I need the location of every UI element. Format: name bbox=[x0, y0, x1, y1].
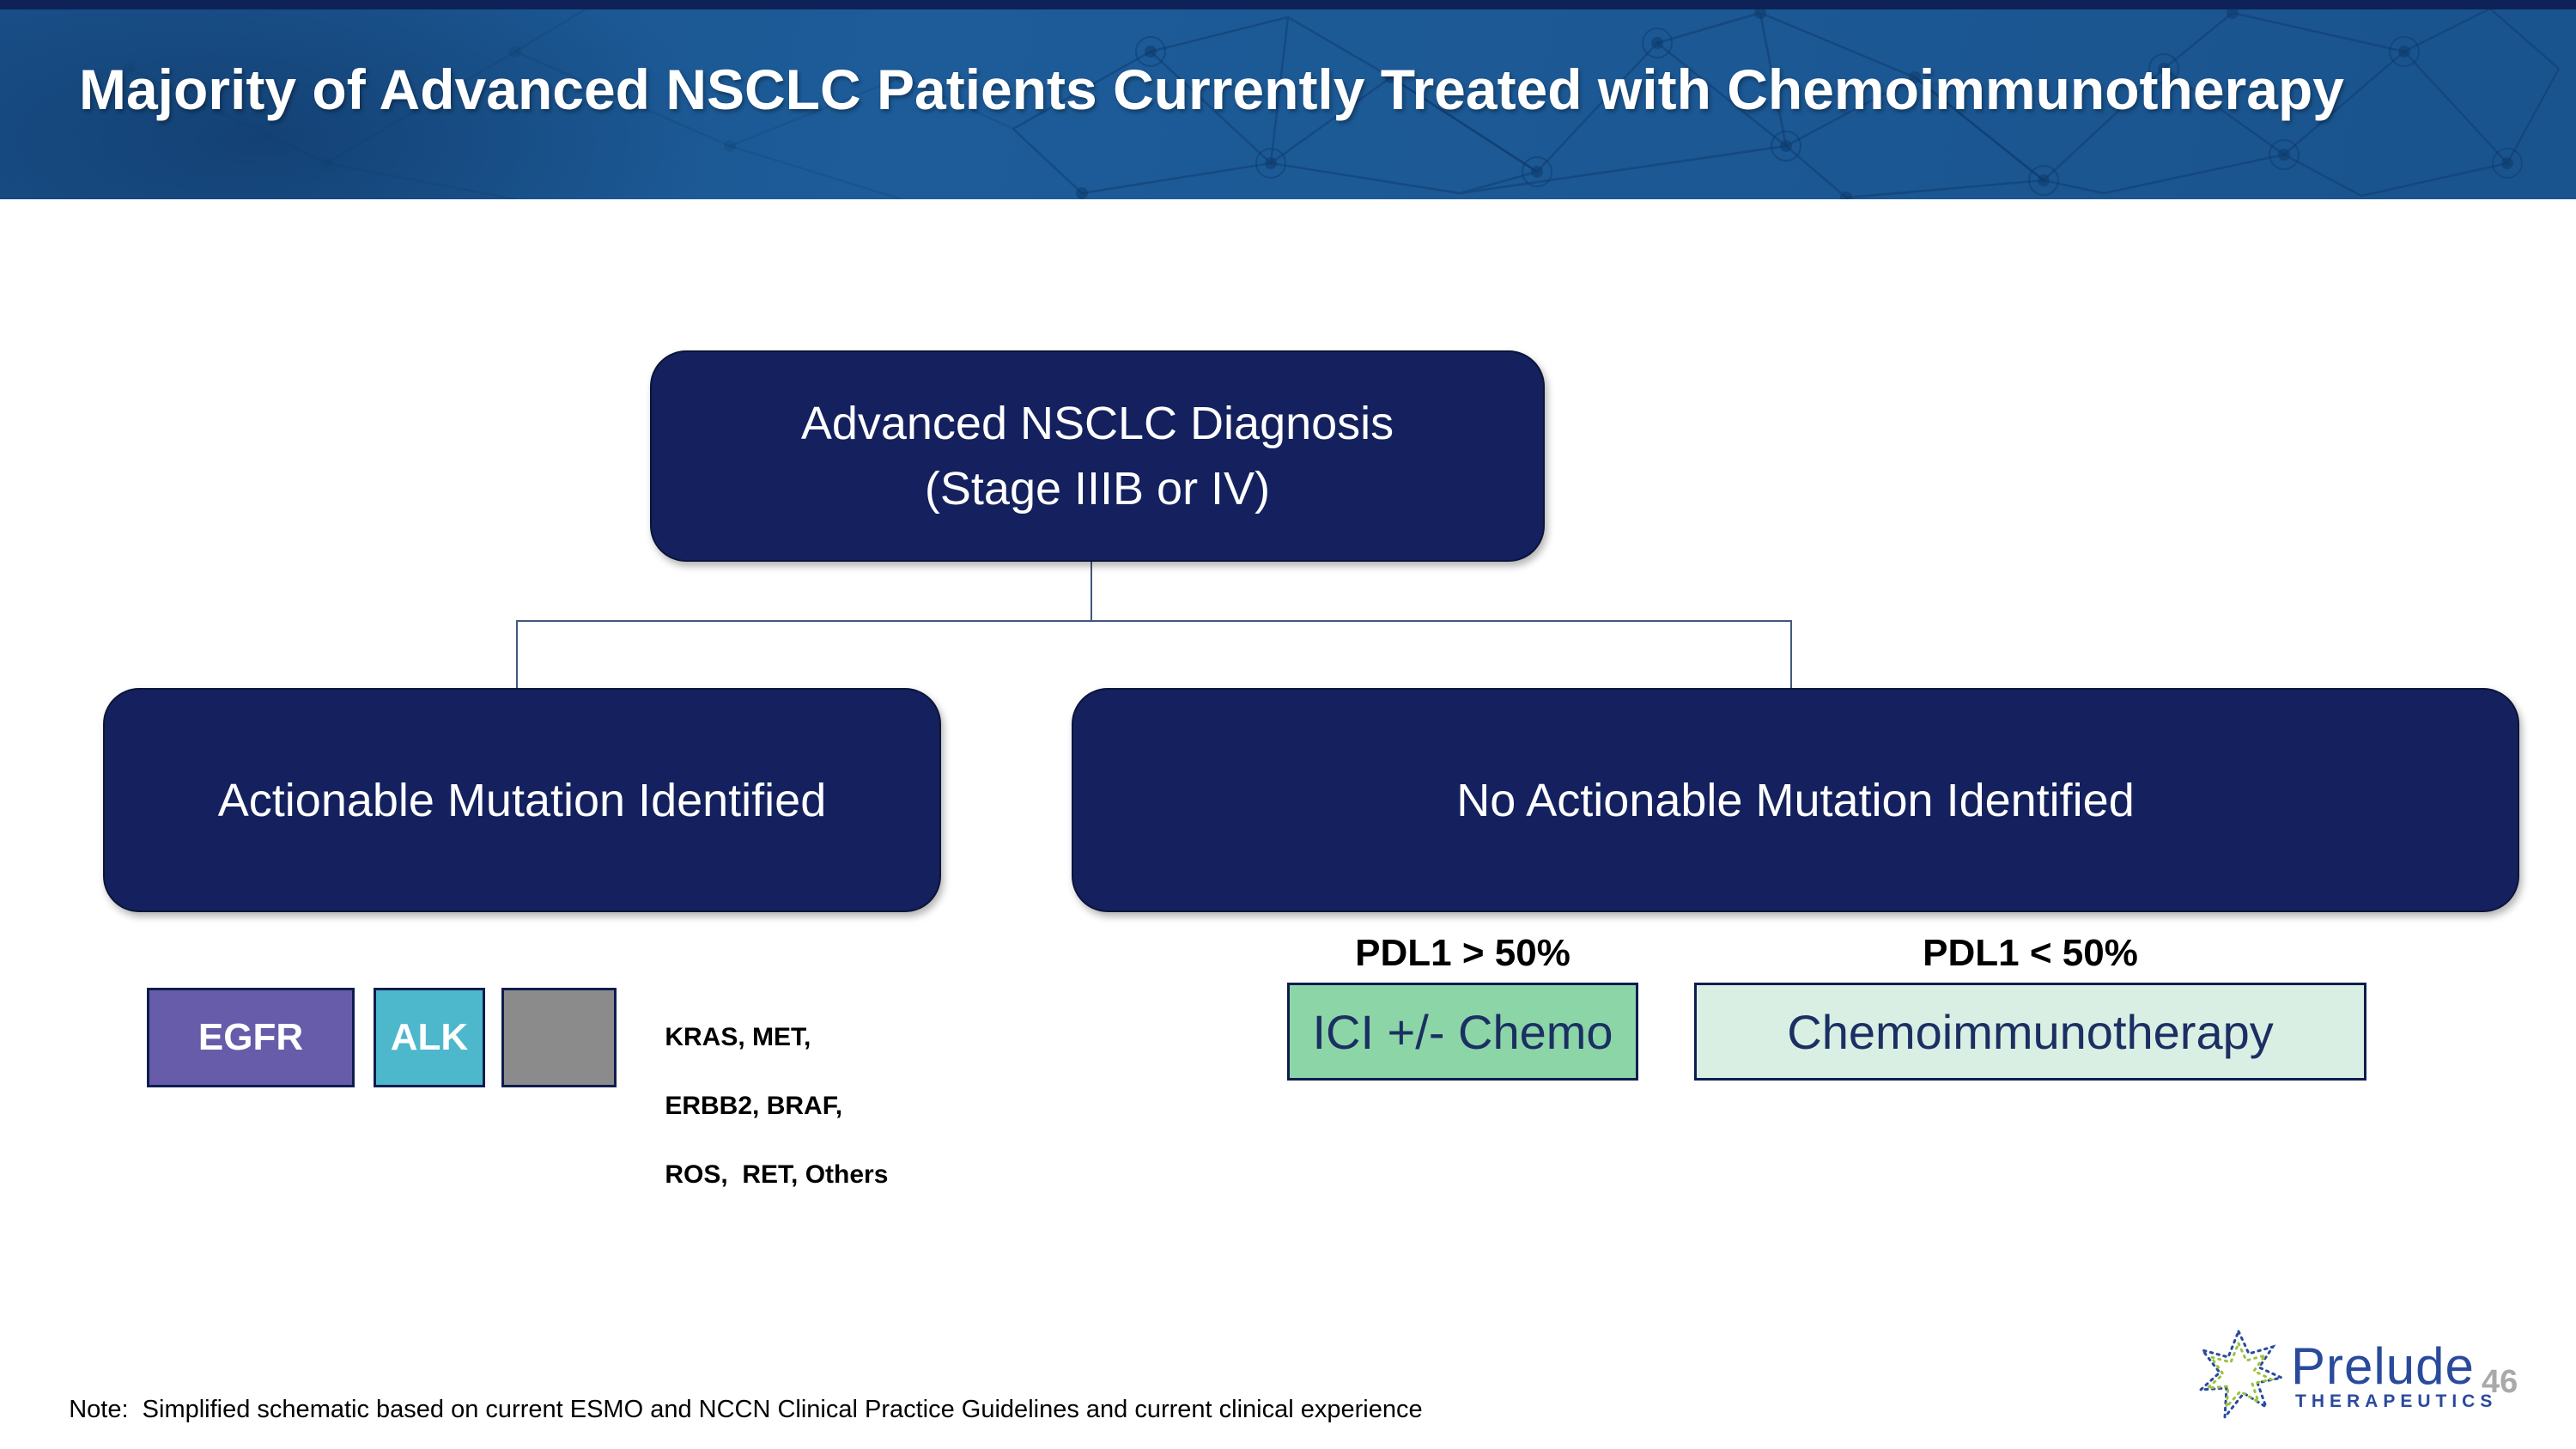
root-node-line1: Advanced NSCLC Diagnosis bbox=[800, 398, 1394, 449]
root-node-line2: (Stage IIIB or IV) bbox=[924, 463, 1271, 514]
prelude-logo: Prelude THERAPEUTICS bbox=[2192, 1326, 2553, 1429]
header-banner: Majority of Advanced NSCLC Patients Curr… bbox=[0, 0, 2576, 199]
other-mutations-list: KRAS, MET, ERBB2, BRAF, ROS, RET, Others bbox=[636, 986, 888, 1227]
node-no-actionable-mutation: No Actionable Mutation Identified bbox=[1072, 688, 2519, 912]
egfr-label: EGFR bbox=[197, 1016, 304, 1058]
footnotes: Note: Simplified schematic based on curr… bbox=[41, 1361, 1423, 1449]
connector-root-vertical bbox=[1091, 558, 1092, 622]
connector-left-vertical bbox=[516, 620, 518, 690]
network-pattern-decoration bbox=[123, 0, 2561, 199]
pdl1-high-label: PDL1 > 50% bbox=[1355, 932, 1571, 974]
other-mutations-line3: ROS, RET, Others bbox=[665, 1160, 889, 1189]
alk-box: ALK bbox=[374, 988, 485, 1087]
page-number: 46 bbox=[2482, 1364, 2518, 1400]
chemoimmunotherapy-box: Chemoimmunotherapy bbox=[1694, 983, 2366, 1081]
egfr-box: EGFR bbox=[147, 988, 355, 1087]
root-node-advanced-nsclc: Advanced NSCLC Diagnosis (Stage IIIB or … bbox=[650, 350, 1545, 562]
prelude-wordmark: Prelude bbox=[2291, 1337, 2475, 1395]
footnote-line1: Note: Simplified schematic based on curr… bbox=[69, 1396, 1423, 1423]
node-no-actionable-mutation-label: No Actionable Mutation Identified bbox=[1456, 774, 2135, 826]
connector-right-vertical bbox=[1790, 620, 1792, 690]
prelude-starburst-icon bbox=[2196, 1328, 2285, 1422]
other-mutations-line1: KRAS, MET, bbox=[665, 1023, 811, 1051]
slide-title: Majority of Advanced NSCLC Patients Curr… bbox=[79, 58, 2344, 121]
other-mutations-line2: ERBB2, BRAF, bbox=[665, 1092, 843, 1120]
other-mutations-box bbox=[501, 988, 617, 1087]
chemoimmunotherapy-label: Chemoimmunotherapy bbox=[1787, 1004, 2274, 1059]
alk-label: ALK bbox=[390, 1016, 469, 1058]
ici-chemo-box: ICI +/- Chemo bbox=[1287, 983, 1638, 1081]
header-top-strip bbox=[0, 0, 2576, 9]
node-actionable-mutation-label: Actionable Mutation Identified bbox=[217, 774, 827, 826]
node-actionable-mutation: Actionable Mutation Identified bbox=[103, 688, 941, 912]
ici-chemo-label: ICI +/- Chemo bbox=[1312, 1004, 1613, 1059]
pdl1-low-label: PDL1 < 50% bbox=[1923, 932, 2138, 974]
therapeutics-wordmark: THERAPEUTICS bbox=[2295, 1391, 2498, 1411]
connector-horizontal bbox=[516, 620, 1792, 622]
